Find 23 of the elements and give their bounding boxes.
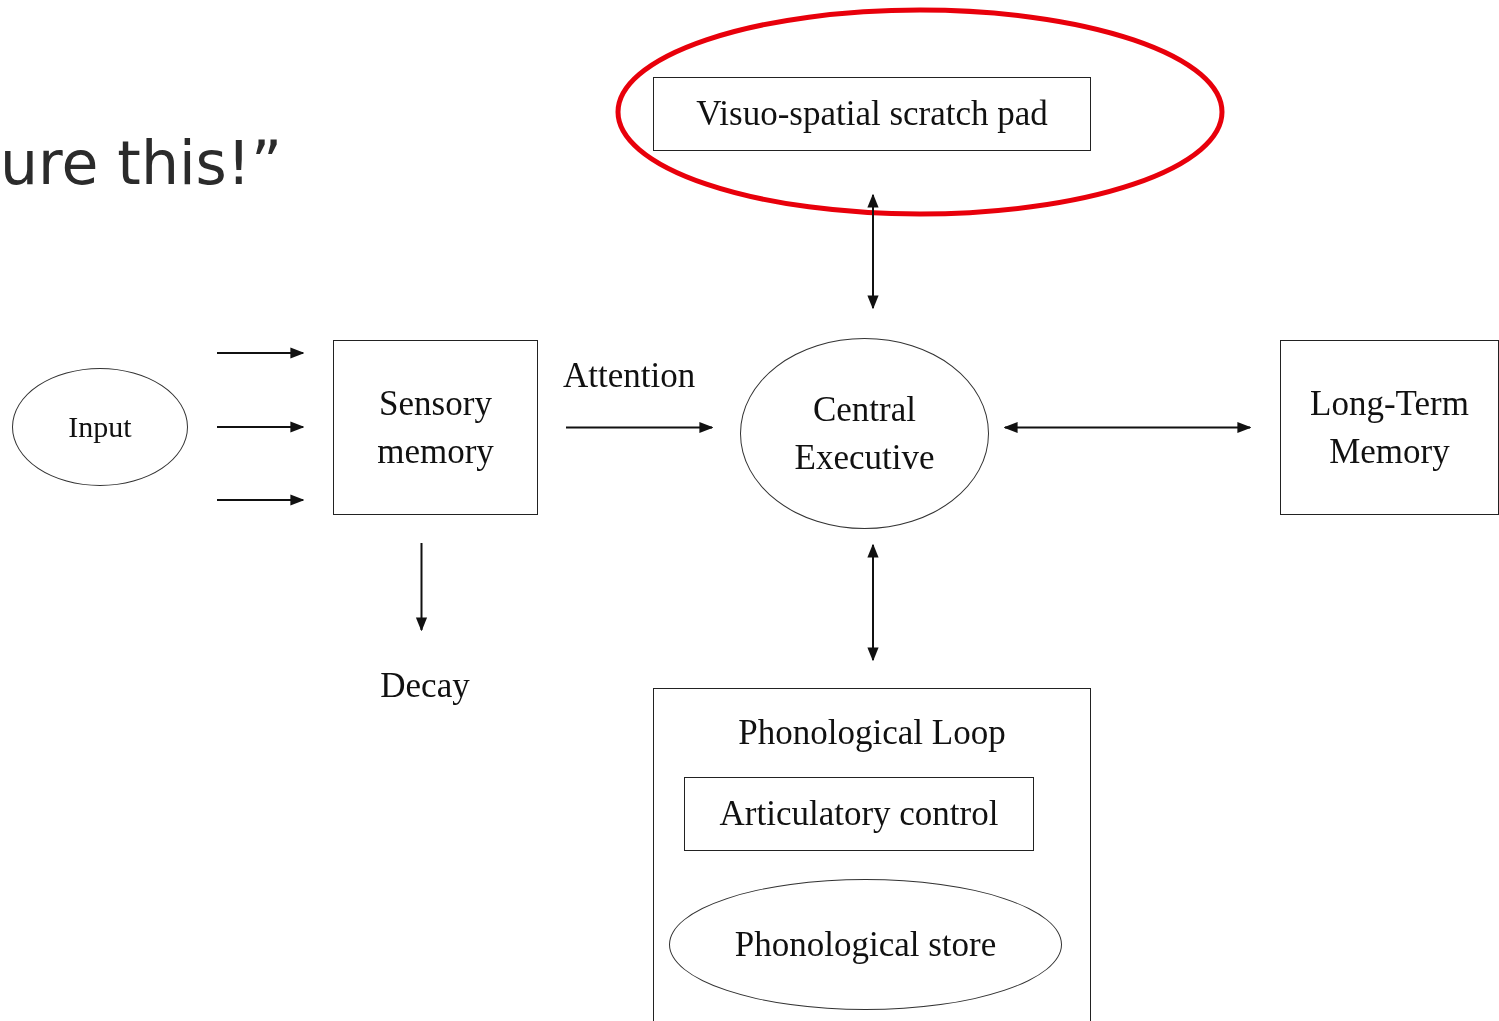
arrow xyxy=(565,421,714,434)
node-text: Articulatory control xyxy=(719,793,999,836)
process-box xyxy=(684,777,1034,851)
arrow xyxy=(216,347,305,359)
arrow xyxy=(415,542,428,632)
process-box xyxy=(333,340,538,515)
slide-text: ure this!” xyxy=(0,128,282,198)
process-box xyxy=(1280,340,1499,515)
node-label: Decay xyxy=(380,665,470,708)
arrow xyxy=(216,421,305,433)
node-text: Visuo-spatial scratch pad xyxy=(696,93,1048,136)
node-text: Phonological store xyxy=(734,923,997,966)
arrow xyxy=(216,494,305,506)
group-heading: Phonological Loop xyxy=(738,712,1006,754)
node-text: Central Executive xyxy=(793,389,936,479)
node-text: Long-Term Memory xyxy=(1309,383,1470,473)
arrow xyxy=(1003,421,1252,434)
node-text: Sensory memory xyxy=(376,383,495,473)
arrow xyxy=(867,543,879,662)
node-text: Input xyxy=(68,408,132,445)
process-box xyxy=(653,77,1091,151)
arrow xyxy=(867,193,879,310)
group-box xyxy=(653,688,1091,1021)
